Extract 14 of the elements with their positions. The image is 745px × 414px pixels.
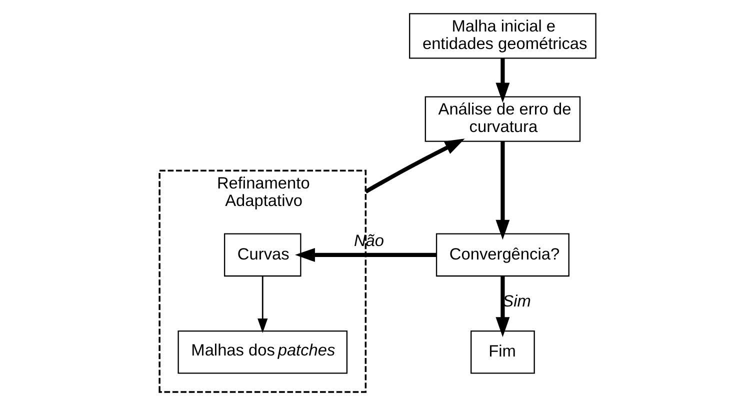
arrow — [495, 58, 510, 102]
node-box: Fim — [470, 330, 534, 374]
arrow — [495, 276, 510, 337]
arrow — [294, 247, 436, 262]
node-box: Malha inicial e entidades geométricas — [408, 12, 596, 58]
node-box: Malhas dos patches — [177, 330, 348, 374]
arrow — [257, 276, 268, 332]
edge-label: Sim — [502, 292, 530, 310]
node-box: Análise de erro de curvatura — [424, 96, 580, 142]
arrow — [364, 138, 464, 194]
node-box: Curvas — [223, 232, 301, 276]
arrow — [495, 140, 510, 240]
edge-label: Não — [353, 231, 384, 250]
node-box: Convergência? — [435, 232, 569, 276]
